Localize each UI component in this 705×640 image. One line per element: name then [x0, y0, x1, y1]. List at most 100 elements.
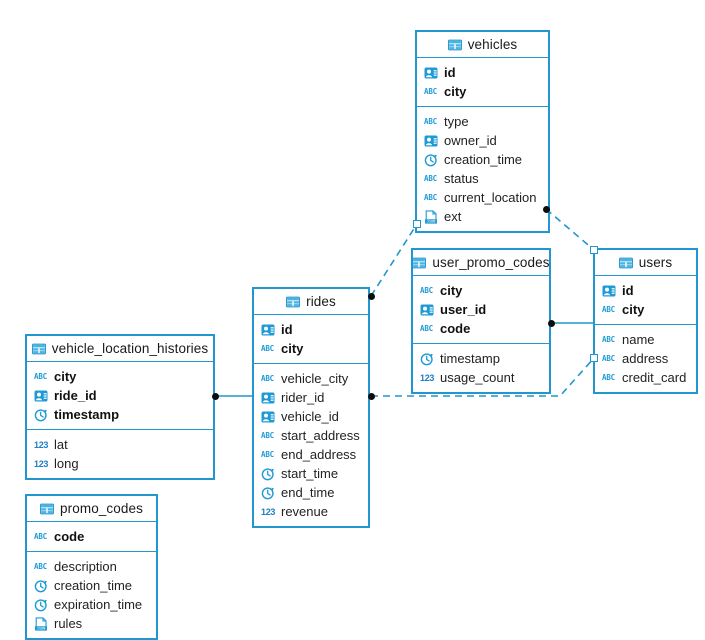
123-number-icon: 123: [34, 458, 49, 469]
123-number-icon: 123: [420, 372, 435, 383]
abc-text-icon: ABC: [34, 561, 47, 571]
column-name: creation_time: [54, 578, 133, 593]
column-row[interactable]: id: [595, 281, 696, 300]
column-row[interactable]: ABC city: [413, 281, 549, 300]
relationship-many-endpoint: [367, 292, 375, 300]
relationship-many-endpoint: [542, 205, 550, 213]
column-row[interactable]: creation_time: [417, 150, 548, 169]
column-row[interactable]: timestamp: [27, 405, 213, 424]
clock-icon: [420, 352, 434, 366]
abc-text-icon: ABC: [261, 373, 274, 383]
abc-text-icon: ABC: [420, 323, 433, 333]
column-name: timestamp: [54, 407, 120, 422]
table-header-vehicle_location_histories[interactable]: vehicle_location_histories: [27, 336, 213, 362]
table-header-rides[interactable]: rides: [254, 289, 368, 315]
column-name: rules: [54, 616, 83, 631]
column-name: revenue: [281, 504, 328, 519]
column-row[interactable]: JSON rules: [27, 614, 156, 633]
column-row[interactable]: owner_id: [417, 131, 548, 150]
table-grid-icon: [618, 256, 633, 270]
column-row[interactable]: JSON ext: [417, 207, 548, 226]
column-row[interactable]: ride_id: [27, 386, 213, 405]
table-header-promo_codes[interactable]: promo_codes: [27, 496, 156, 522]
column-name: code: [440, 321, 471, 336]
relationship-many-endpoint: [547, 319, 555, 327]
column-row[interactable]: user_id: [413, 300, 549, 319]
column-row[interactable]: end_time: [254, 483, 368, 502]
column-row[interactable]: 123 revenue: [254, 502, 368, 521]
column-row[interactable]: expiration_time: [27, 595, 156, 614]
column-row[interactable]: start_time: [254, 464, 368, 483]
table-header-user_promo_codes[interactable]: user_promo_codes: [412, 250, 549, 276]
column-row[interactable]: vehicle_id: [254, 407, 368, 426]
column-row[interactable]: rider_id: [254, 388, 368, 407]
column-name: name: [622, 332, 655, 347]
column-name: city: [440, 283, 463, 298]
column-name: credit_card: [622, 370, 687, 385]
svg-text:JSON: JSON: [427, 219, 436, 223]
table-grid-icon: [31, 342, 46, 356]
column-row[interactable]: id: [417, 63, 548, 82]
id-card-icon: [261, 323, 275, 337]
table-title: users: [638, 255, 673, 270]
abc-text-icon: ABC: [420, 285, 433, 295]
column-row[interactable]: ABC end_address: [254, 445, 368, 464]
abc-text-icon: ABC: [261, 343, 274, 353]
id-card-icon: [602, 284, 616, 298]
column-name: ride_id: [54, 388, 97, 403]
column-name: status: [444, 171, 479, 186]
column-name: current_location: [444, 190, 537, 205]
abc-text-icon: ABC: [602, 334, 615, 344]
column-name: creation_time: [444, 152, 523, 167]
column-name: ext: [444, 209, 462, 224]
column-name: timestamp: [440, 351, 500, 366]
id-card-icon: [261, 410, 275, 424]
table-header-vehicles[interactable]: vehicles: [417, 32, 548, 58]
column-name: end_address: [281, 447, 357, 462]
column-row[interactable]: ABC code: [413, 319, 549, 338]
table-header-users[interactable]: users: [595, 250, 696, 276]
table-title: promo_codes: [60, 501, 143, 516]
column-row[interactable]: timestamp: [413, 349, 549, 368]
json-document-icon: JSON: [34, 616, 48, 631]
column-row[interactable]: creation_time: [27, 576, 156, 595]
table-title: vehicles: [467, 37, 518, 52]
relationship-vehicles-to-users[interactable]: [545, 208, 595, 251]
column-row[interactable]: id: [254, 320, 368, 339]
123-number-icon: 123: [261, 506, 276, 517]
column-row[interactable]: ABC name: [595, 330, 696, 349]
column-name: start_time: [281, 466, 339, 481]
table-grid-icon: [412, 256, 427, 270]
abc-text-icon: ABC: [261, 449, 274, 459]
